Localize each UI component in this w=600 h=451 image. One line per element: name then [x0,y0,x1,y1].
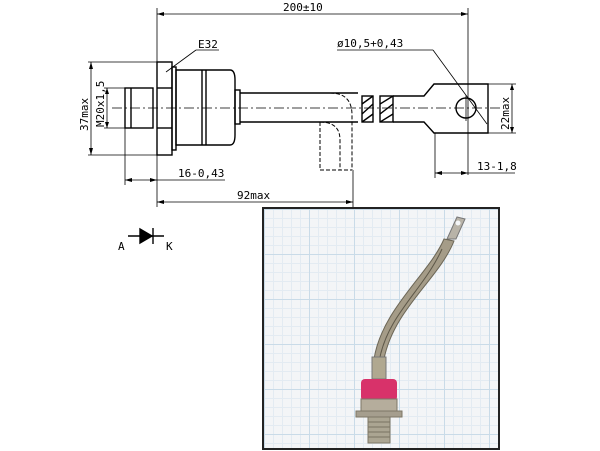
dim-overall-length: 200±10 [283,1,323,14]
break-mark [361,95,374,123]
diode-photo-illustration [355,216,466,444]
diode-body [175,69,236,146]
cable-lug [393,83,489,134]
product-photo [262,207,500,450]
dim-hole: ø10,5+0,43 [337,37,403,50]
dim-lug-width: 22max [499,97,512,130]
cathode-label: K [166,240,173,253]
dim-lug-length: 13-1,8 [477,160,517,173]
red-cap [361,379,397,401]
dim-thread: M20x1,5 [94,81,107,127]
diode-symbol-icon [128,227,164,245]
cable-lead [240,92,358,123]
dim-hex: E32 [198,38,218,51]
anode-label: A [118,240,125,253]
hex-nut [156,61,173,156]
dim-body-length: 92max [237,189,270,202]
dim-thread-length: 16-0,43 [178,167,224,180]
dim-height: 37max [78,98,91,131]
threaded-stud [124,87,154,129]
